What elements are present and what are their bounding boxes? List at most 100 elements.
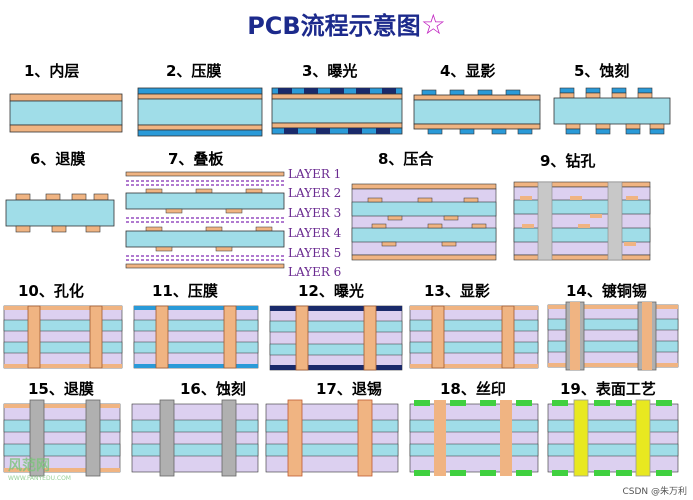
copper-layer [413, 94, 541, 101]
star-icon: ☆ [420, 8, 446, 41]
step-label-5: 5、蚀刻 [574, 62, 630, 80]
layer-label-6: LAYER 6 [288, 265, 342, 279]
drilled-hole [607, 181, 623, 261]
copper-layer [271, 122, 403, 129]
copper-trace [145, 188, 163, 194]
plated-hole [295, 305, 309, 371]
solder-mask [552, 400, 672, 476]
step-label-6: 6、退膜 [30, 150, 86, 168]
diagram-step-1 [9, 93, 123, 133]
core-layer [547, 419, 679, 433]
copper-trace [624, 242, 636, 246]
step-label-11: 11、压膜 [152, 282, 218, 300]
dry-film [271, 127, 403, 135]
step-label-8: 8、压合 [378, 150, 434, 168]
copper-foil [513, 254, 651, 261]
copper-trace [520, 196, 532, 200]
dry-film [137, 87, 263, 95]
laminate-body [3, 305, 123, 369]
tin-plating [29, 399, 45, 477]
core-layer [271, 98, 403, 124]
core-layer [547, 340, 679, 353]
copper-layer [9, 124, 123, 133]
laminate-body [409, 403, 539, 473]
layer-label-1: LAYER 1 [288, 167, 342, 181]
step-label-12: 12、曝光 [298, 282, 364, 300]
resist-bottom-1 [565, 123, 581, 135]
copper-trace [15, 225, 31, 233]
copper-foil [548, 363, 678, 367]
laminate-body [265, 403, 399, 473]
diagram-step-3 [271, 87, 403, 135]
core-layer [513, 227, 651, 243]
exposed-film [304, 88, 318, 94]
laminate-body [131, 403, 259, 473]
exposed-film [330, 88, 344, 94]
plated-hole [570, 302, 580, 370]
copper-trace [155, 246, 173, 252]
core-layer [269, 343, 403, 356]
copper-trace [225, 208, 243, 214]
diagram-step-4 [413, 89, 541, 135]
copper-foil [548, 305, 678, 309]
diagram-step-5 [553, 87, 671, 135]
core-layer [133, 341, 259, 354]
copper-trace [578, 224, 590, 228]
copper-layer [271, 93, 403, 100]
copper-trace [45, 193, 61, 201]
laminate-body [3, 403, 121, 473]
prepreg [126, 180, 284, 186]
dry-film [477, 89, 493, 96]
step-label-18: 18、丝印 [440, 380, 506, 398]
core-layer [133, 319, 259, 332]
layer-label-2: LAYER 2 [288, 186, 342, 200]
diagram-step-17 [265, 399, 399, 477]
core-layer [3, 341, 123, 354]
prepreg [126, 255, 284, 261]
copper-foil [513, 181, 651, 188]
core-layer [265, 419, 399, 433]
copper-layer [137, 93, 263, 100]
core-layer [131, 419, 259, 433]
step-label-13: 13、显影 [424, 282, 490, 300]
copper-trace [85, 225, 101, 233]
step-label-2: 2、压膜 [166, 62, 222, 80]
copper-trace [522, 224, 534, 228]
core-layer [9, 100, 123, 126]
diagram-step-16 [131, 399, 259, 477]
copper-layer [9, 93, 123, 102]
copper-trace [255, 226, 273, 232]
exposed-film [278, 88, 292, 94]
diagram-step-18 [409, 400, 539, 476]
copper-foil [4, 364, 122, 368]
plated-hole [501, 305, 515, 369]
core-layer [3, 419, 121, 433]
core-layer [3, 319, 123, 332]
copper-foil [4, 468, 120, 472]
diagram-step-7 [125, 171, 285, 269]
dry-film [137, 129, 263, 137]
page-title: PCB流程示意图☆ [0, 6, 693, 41]
plated-hole [434, 400, 446, 476]
plated-hole [363, 305, 377, 371]
copper-foil [351, 254, 497, 261]
surface-finish [573, 399, 589, 477]
surface-finish [635, 399, 651, 477]
dry-film [421, 89, 437, 96]
step-label-16: 16、蚀刻 [180, 380, 246, 398]
core-layer [269, 320, 403, 333]
step-label-17: 17、退锡 [316, 380, 382, 398]
dry-film [505, 89, 521, 96]
copper-foil [410, 364, 538, 368]
prepreg [126, 217, 284, 223]
plated-hole [287, 399, 303, 477]
core-layer [351, 227, 497, 243]
layer-label-4: LAYER 4 [288, 226, 342, 240]
copper-foil [125, 171, 285, 177]
copper-trace [165, 208, 183, 214]
copper-trace [15, 193, 31, 201]
core-layer [547, 318, 679, 331]
diagram-step-12 [269, 305, 403, 371]
copper-trace [417, 197, 433, 203]
laminate-body [547, 403, 679, 473]
